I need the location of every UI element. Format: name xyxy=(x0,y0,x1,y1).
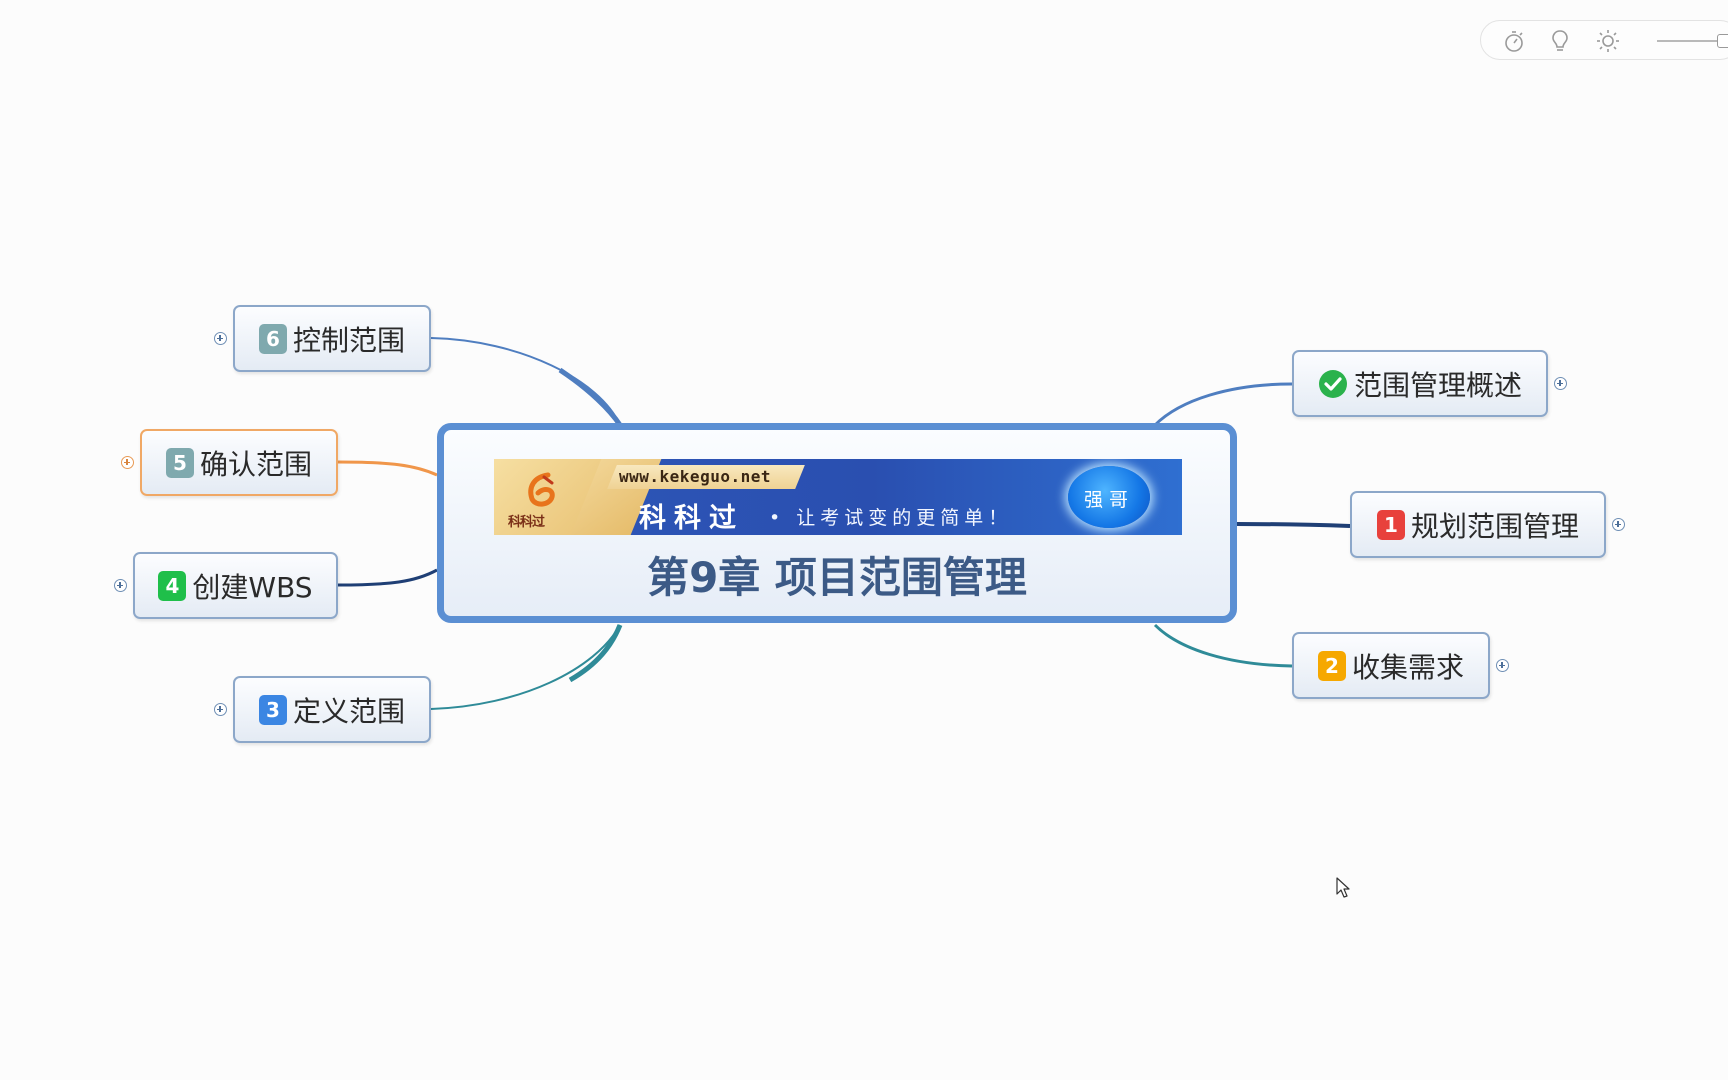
expand-toggle-collect[interactable] xyxy=(1496,659,1509,672)
branch-line-plan xyxy=(1236,522,1351,528)
banner-image: 科科过 www.kekeguo.net 科科过 • 让考试变的更简单！ 强哥 xyxy=(494,459,1182,535)
branch-line-define xyxy=(430,624,621,710)
expand-toggle-plan[interactable] xyxy=(1612,518,1625,531)
zoom-slider[interactable] xyxy=(1657,34,1728,48)
mouse-cursor-icon xyxy=(1336,877,1350,898)
branch-line-validate xyxy=(337,460,438,477)
central-topic[interactable]: 科科过 www.kekeguo.net 科科过 • 让考试变的更简单！ 强哥 第… xyxy=(437,423,1237,623)
badge-text: 强哥 xyxy=(1083,489,1134,511)
branch-line-collect xyxy=(1153,623,1293,668)
priority-marker: 6 xyxy=(258,323,287,354)
floating-toolbar xyxy=(1480,20,1728,60)
priority-marker: 1 xyxy=(1376,509,1405,540)
banner-slogan: • 让考试变的更简单！ xyxy=(769,507,1013,529)
expand-toggle-validate[interactable] xyxy=(121,456,134,469)
badge-orb: 强哥 xyxy=(1068,466,1150,528)
topic-scope-overview[interactable]: 范围管理概述 xyxy=(1292,350,1548,417)
expand-toggle-wbs[interactable] xyxy=(114,579,127,592)
topic-label: 创建WBS xyxy=(192,570,313,604)
topic-label: 定义范围 xyxy=(292,694,405,728)
topic-create-wbs[interactable]: 4 创建WBS xyxy=(133,552,338,619)
priority-marker: 4 xyxy=(158,570,187,601)
branch-line-wbs xyxy=(337,568,438,587)
branch-line-control-thick xyxy=(558,367,623,427)
topic-label: 收集需求 xyxy=(1351,650,1464,684)
topic-collect-requirements[interactable]: 2 收集需求 xyxy=(1292,632,1490,699)
expand-toggle-define[interactable] xyxy=(214,703,227,716)
priority-marker: 5 xyxy=(165,447,194,478)
priority-marker: 2 xyxy=(1317,650,1346,681)
check-icon xyxy=(1318,369,1347,398)
branch-line-control xyxy=(430,337,621,426)
banner-brand: 科科过 xyxy=(639,503,744,534)
branch-line-overview xyxy=(1153,382,1293,427)
banner-url: www.kekeguo.net xyxy=(619,467,771,486)
stopwatch-icon[interactable] xyxy=(1501,28,1527,54)
topic-plan-scope-management[interactable]: 1 规划范围管理 xyxy=(1350,491,1606,558)
brightness-icon[interactable] xyxy=(1595,28,1621,54)
expand-toggle-overview[interactable] xyxy=(1554,377,1567,390)
topic-label: 范围管理概述 xyxy=(1353,368,1522,402)
topic-define-scope[interactable]: 3 定义范围 xyxy=(233,676,431,743)
topic-validate-scope[interactable]: 5 确认范围 xyxy=(140,429,338,496)
topic-control-scope[interactable]: 6 控制范围 xyxy=(233,305,431,372)
topic-label: 规划范围管理 xyxy=(1410,509,1579,543)
expand-toggle-control[interactable] xyxy=(214,332,227,345)
zoom-slider-thumb[interactable] xyxy=(1717,34,1728,48)
lightbulb-icon[interactable] xyxy=(1547,28,1573,54)
central-topic-title: 第9章 项目范围管理 xyxy=(647,553,1027,602)
topic-label: 确认范围 xyxy=(199,447,312,481)
branch-line-define-thick xyxy=(568,624,623,683)
logo-text: 科科过 xyxy=(508,515,545,530)
kekeguo-logo-icon xyxy=(528,472,555,507)
topic-label: 控制范围 xyxy=(292,323,405,357)
priority-marker: 3 xyxy=(258,694,287,725)
